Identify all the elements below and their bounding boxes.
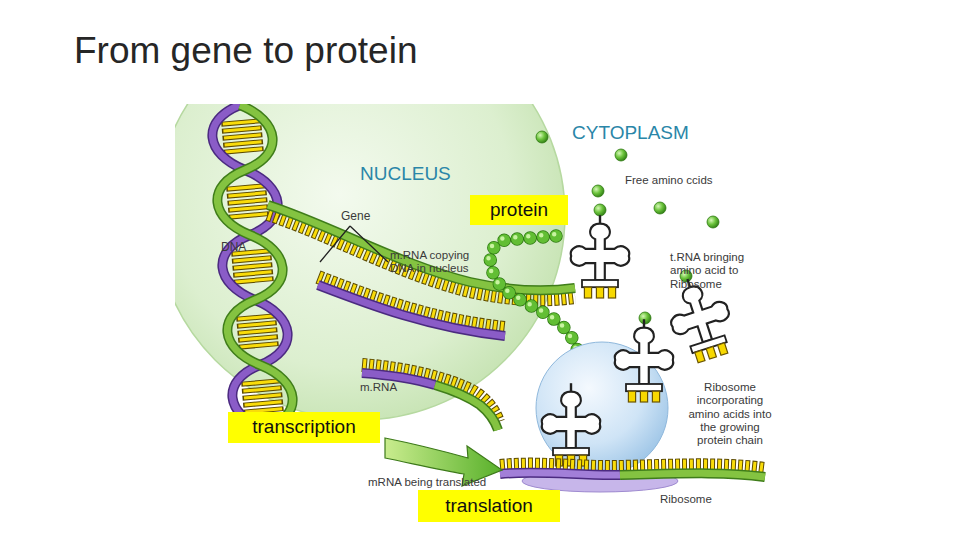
dna-strand	[212, 105, 287, 430]
label-box: translation	[418, 490, 560, 522]
mrna-strand	[500, 473, 620, 476]
mrna-strand	[435, 385, 498, 430]
box-label: protein	[490, 200, 548, 221]
part-label: DNA	[221, 241, 246, 255]
trna	[615, 319, 673, 402]
mrna-fragment	[362, 365, 498, 430]
amino-acid	[592, 185, 604, 197]
annotation-label: Ribosome incorporating amino acids into …	[682, 381, 778, 448]
box-label: translation	[445, 496, 533, 517]
amino-acid	[707, 216, 719, 228]
part-label: Ribosome	[660, 493, 712, 506]
annotation-label: t.RNA bringing amino acid to Ribosome	[670, 251, 756, 291]
part-label: Gene	[341, 210, 370, 224]
nascent-mrna	[318, 285, 505, 336]
amino-acid	[536, 131, 548, 143]
amino-acid	[615, 149, 627, 161]
amino-acid	[654, 202, 666, 214]
amino-acid	[594, 204, 606, 216]
region-label: NUCLEUS	[360, 163, 451, 185]
box-label: transcription	[252, 417, 356, 438]
mrna-strand	[500, 473, 620, 476]
dna-strand	[212, 105, 287, 430]
nucleus-region	[175, 104, 575, 430]
annotation-label: mRNA being translated	[368, 476, 486, 489]
label-box: protein	[470, 195, 568, 225]
mrna-translated	[500, 465, 765, 477]
mrna-strand	[435, 385, 498, 430]
trna	[542, 383, 600, 466]
slide-title: From gene to protein	[74, 31, 417, 72]
annotation-label: Free amino ccids	[625, 174, 713, 187]
mrna-bases	[362, 365, 498, 422]
region-label: CYTOPLASM	[572, 122, 689, 144]
mrna-bases	[362, 365, 498, 422]
dna-strand	[217, 105, 292, 430]
annotation-label: m.RNA copying DNA in nucleus	[390, 249, 478, 276]
mrna-strand	[620, 473, 765, 477]
nascent-mrna	[318, 285, 505, 336]
part-label: m.RNA	[360, 381, 397, 394]
dna-strand	[217, 105, 292, 430]
dna-helix	[212, 105, 292, 430]
trna	[571, 215, 629, 298]
label-box: transcription	[228, 412, 380, 443]
mrna-strand	[620, 473, 765, 477]
gene-bracket	[320, 226, 388, 262]
